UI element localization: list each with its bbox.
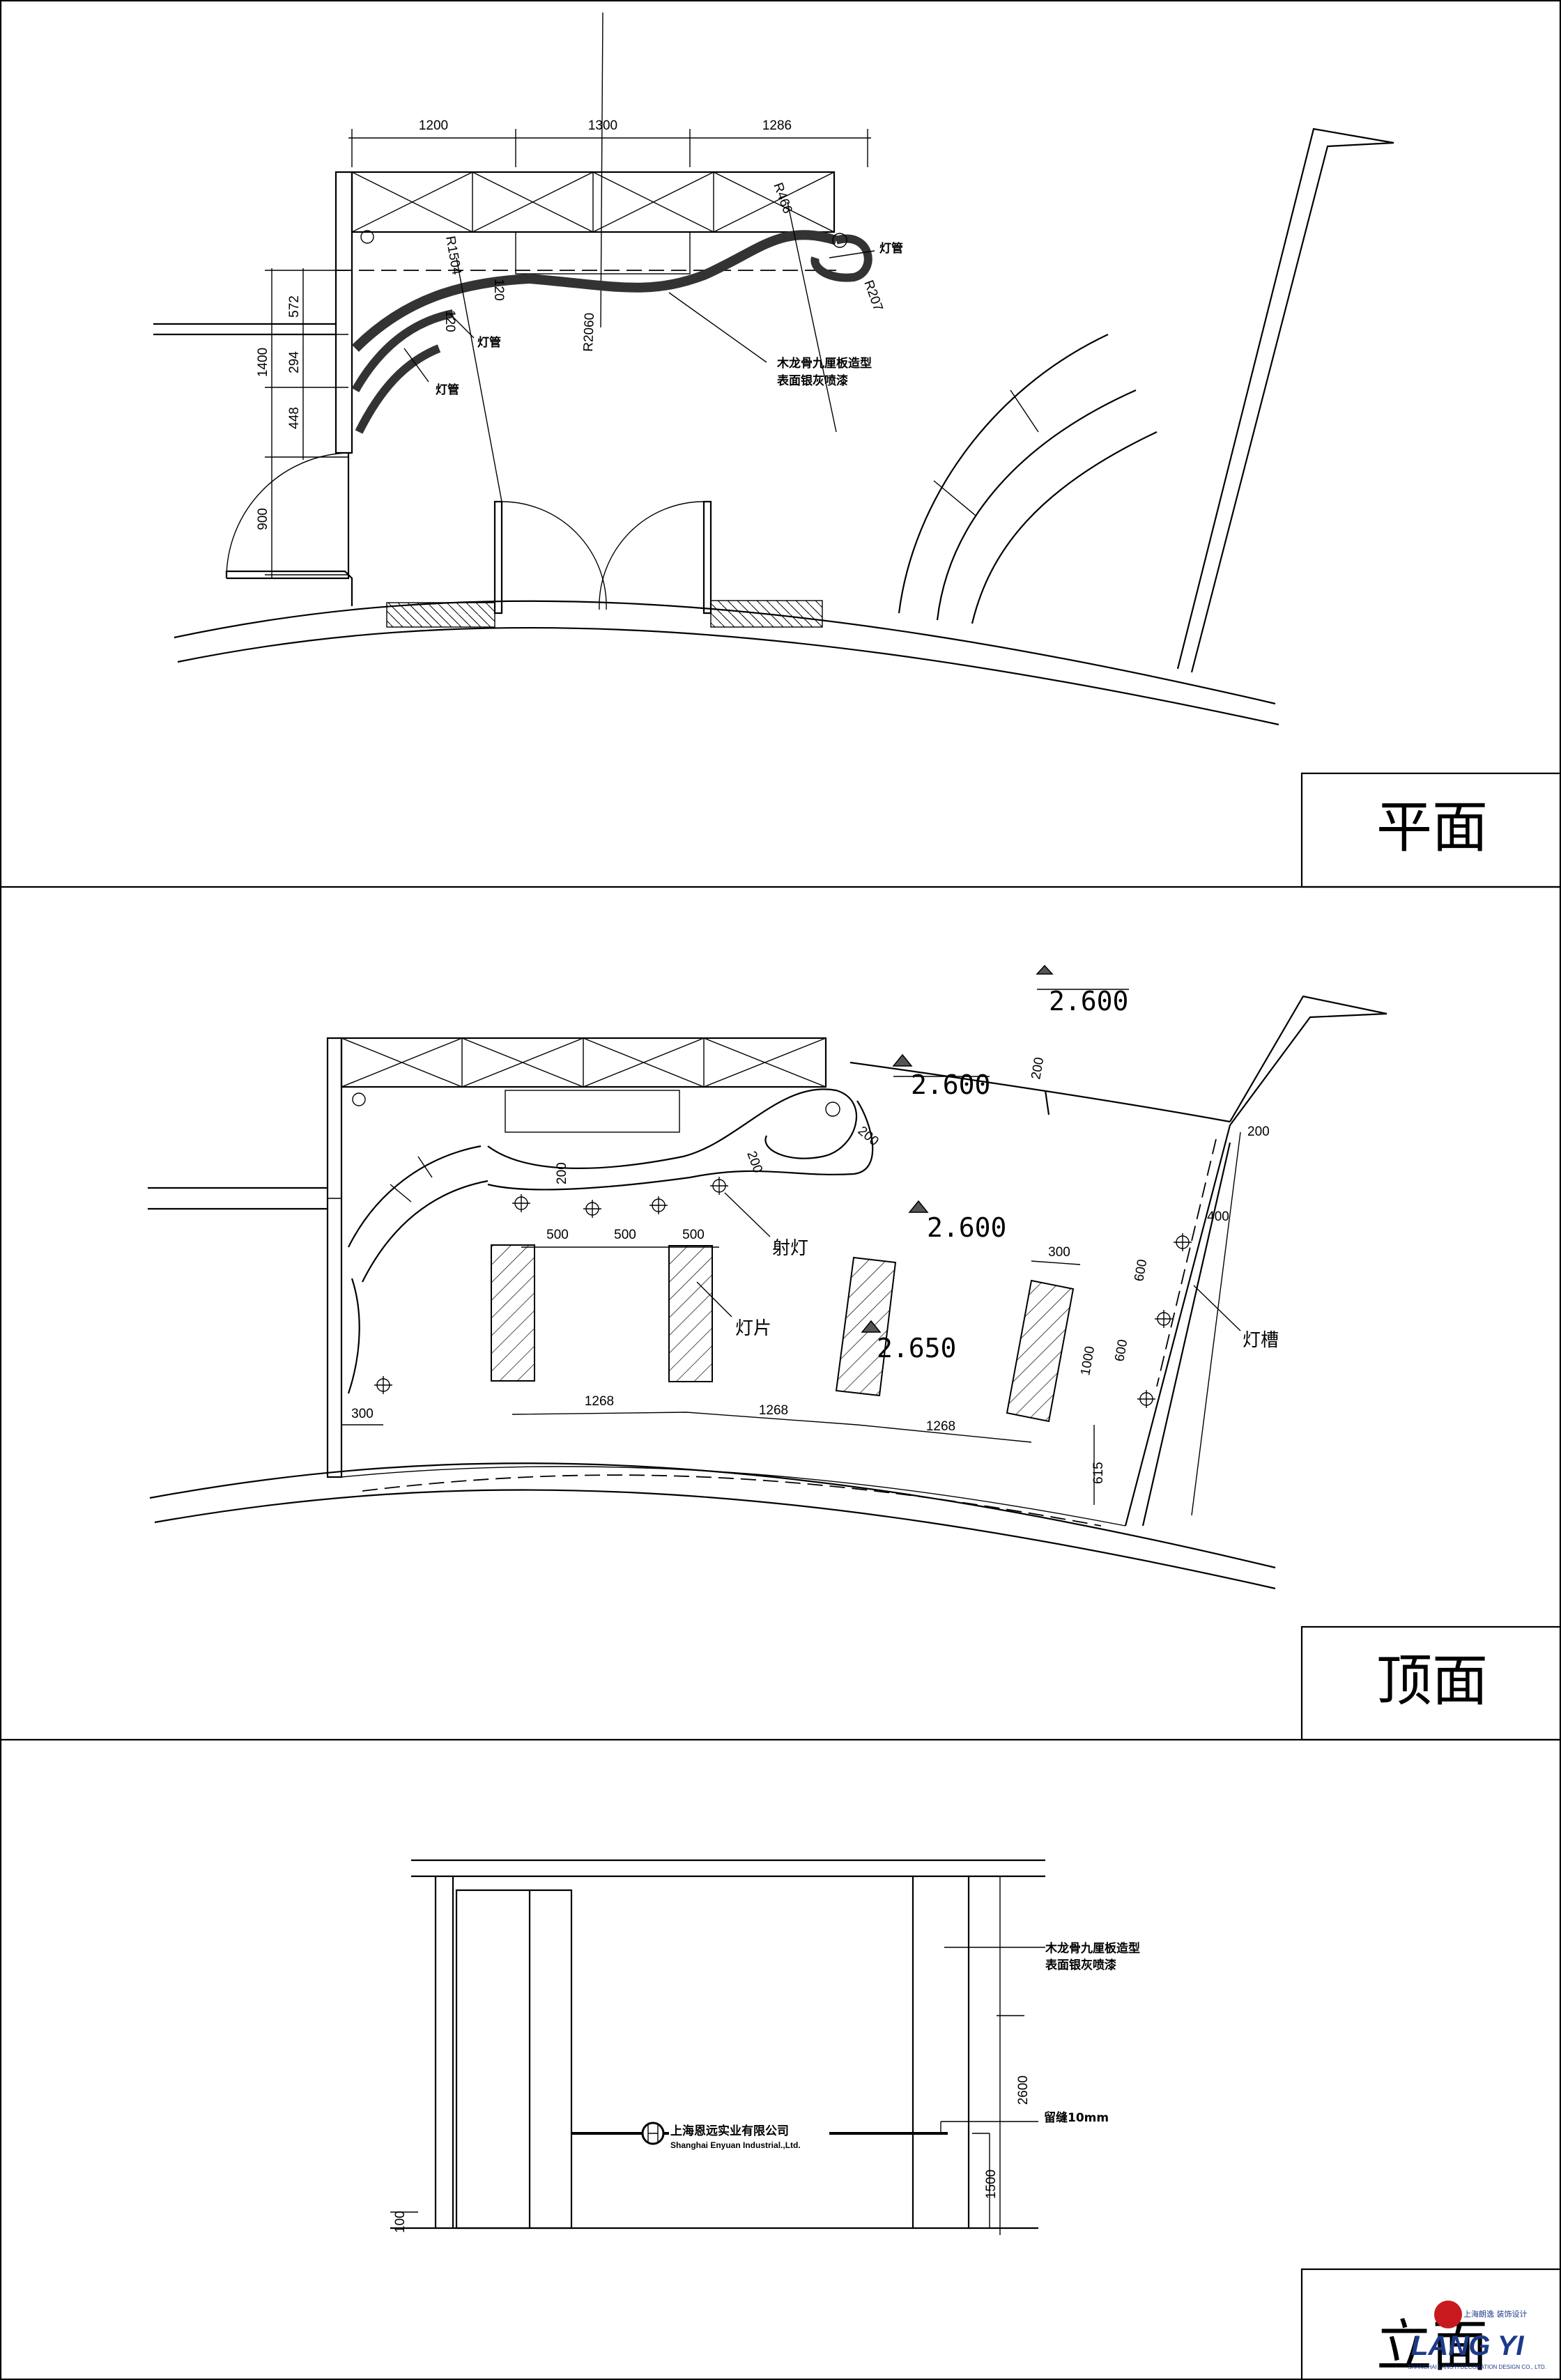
elevation-dim-100: 100 — [393, 2211, 408, 2233]
plan-title: 平面 — [1376, 795, 1488, 860]
elevation-title-box — [1300, 2268, 1561, 2380]
plan-entrance-left-post — [493, 500, 503, 615]
ceiling-dim-615: 615 — [1091, 1462, 1106, 1484]
plan-display-box — [515, 231, 691, 275]
elevation-dim-1500: 1500 — [984, 2170, 999, 2199]
ceiling-spacing-3: 500 — [682, 1228, 705, 1242]
brand-name: LANG YI — [1411, 2331, 1524, 2361]
ceiling-dim-1000: 1000 — [1078, 1345, 1098, 1377]
ceiling-panel-label: 灯片 — [735, 1318, 771, 1339]
plan-light-tube-1: 灯管 — [477, 335, 501, 350]
plan-curved-seat — [898, 334, 1109, 614]
brand-tagline-cn: 上海朗逸 装饰设计 — [1463, 2309, 1528, 2319]
plan-panel: 1200 1300 1286 572 1400 294 448 900 — [153, 12, 1561, 888]
ceiling-slot-label: 灯槽 — [1243, 1330, 1279, 1351]
elevation-title: 立面 — [1376, 2314, 1488, 2379]
plan-axis-line — [600, 12, 603, 328]
brand-logo: LANG YI 上海朗逸 装饰设计 SHANGHAI LANGYI DECORA… — [1408, 2301, 1546, 2370]
plan-dim-left-572: 572 — [287, 295, 302, 318]
ceiling-bottom-spacing-1: 1268 — [585, 1394, 614, 1409]
ceiling-dim-300-left: 300 — [351, 1407, 374, 1421]
plan-note-material-1: 木龙骨九厘板造型 — [776, 356, 872, 371]
ceiling-spotlight-label: 射灯 — [772, 1238, 808, 1259]
plan-light-tube-2: 灯管 — [436, 382, 459, 397]
ceiling-spacing-2: 500 — [614, 1228, 636, 1242]
ceiling-dim-600-b: 600 — [1112, 1338, 1130, 1363]
plan-dim-left-448: 448 — [287, 407, 302, 429]
ceiling-light-panel-3 — [835, 1256, 897, 1397]
plan-radius-r466: R466 — [770, 181, 794, 216]
ceiling-left-wall — [326, 1037, 343, 1478]
ceiling-dim-200-c: 200 — [855, 1124, 882, 1149]
ceiling-spotlights — [374, 1177, 1192, 1408]
plan-small-dim-2: 120 — [443, 310, 457, 332]
elevation-dim-2600: 2600 — [1016, 2076, 1031, 2105]
plan-radius-r2060: R2060 — [581, 312, 597, 352]
ceiling-dim-200-a: 200 — [1029, 1056, 1047, 1081]
elevation-display-block — [455, 1889, 573, 2230]
plan-wave-canopy — [352, 230, 838, 352]
plan-dim-top-3: 1286 — [762, 118, 792, 133]
ceiling-bottom-dim-line — [512, 1412, 1032, 1443]
ceiling-elev-2: 2.600 — [911, 1069, 990, 1100]
plan-dim-top-1: 1200 — [419, 118, 448, 133]
ceiling-dim-400: 400 — [1207, 1210, 1229, 1224]
ceiling-elev-4: 2.650 — [877, 1333, 956, 1363]
ceiling-light-panel-2 — [668, 1245, 713, 1382]
brand-logo-icon — [1434, 2301, 1462, 2328]
plan-title-box — [1300, 772, 1561, 888]
elevation-company-en: Shanghai Enyuan Industrial.,Ltd. — [670, 2140, 801, 2150]
ceiling-dim-200-d: 200 — [555, 1162, 569, 1184]
plan-entrance-right-post — [702, 500, 712, 615]
ceiling-dim-200-b: 200 — [1247, 1125, 1270, 1139]
ceiling-title: 顶面 — [1376, 1648, 1488, 1713]
ceiling-dim-600-a: 600 — [1132, 1258, 1150, 1283]
plan-dim-left-294: 294 — [287, 351, 302, 373]
ceiling-elev-1: 2.600 — [1049, 986, 1128, 1017]
elevation-company-cn: 上海恩远实业有限公司 — [670, 2124, 789, 2138]
ceiling-panel: 500 500 500 1268 1268 1268 300 300 200 2… — [148, 964, 1561, 1741]
ceiling-light-panel-4 — [1006, 1279, 1075, 1423]
plan-side-wall — [1176, 128, 1394, 673]
ceiling-bottom-spacing-3: 1268 — [926, 1419, 955, 1434]
plan-dim-left-1400: 1400 — [256, 348, 270, 377]
plan-door — [226, 453, 350, 580]
ceiling-right-boundary — [1124, 1125, 1231, 1527]
elevation-gap-note: 留缝10mm — [1044, 2110, 1109, 2125]
plan-radius-r207: R207 — [861, 279, 885, 314]
plan-radius-r1504: R1504 — [443, 235, 463, 276]
plan-small-dim-1: 120 — [491, 279, 506, 301]
ceiling-upper-boundary — [849, 1061, 1231, 1123]
elevation-panel: 100 上海恩远实业有限公司 Shanghai Enyuan Industria… — [390, 1859, 1561, 2380]
ceiling-bottom-spacing-2: 1268 — [759, 1403, 788, 1418]
plan-left-wall — [334, 171, 353, 454]
plan-note-material-2: 表面银灰喷漆 — [777, 373, 848, 388]
plan-light-tube-3: 灯管 — [879, 241, 903, 256]
ceiling-dim-300-right: 300 — [1048, 1245, 1070, 1260]
plan-dim-top-2: 1300 — [588, 118, 617, 133]
brand-tagline-en: SHANGHAI LANGYI DECORATION DESIGN CO., L… — [1408, 2364, 1546, 2370]
ceiling-spacing-1: 500 — [546, 1228, 569, 1242]
plan-curved-wall-outer — [174, 600, 1276, 705]
ceiling-curved-wall-outer — [149, 1462, 1276, 1569]
ceiling-wave-canopy — [487, 1088, 857, 1169]
plan-dim-left-900: 900 — [256, 508, 270, 530]
ceiling-title-box — [1300, 1625, 1561, 1741]
elevation-note-material-1: 木龙骨九厘板造型 — [1045, 1941, 1140, 1956]
elevation-note-material-2: 表面银灰喷漆 — [1045, 1958, 1116, 1972]
ceiling-light-panel-1 — [491, 1244, 535, 1382]
ceiling-elev-3: 2.600 — [927, 1212, 1006, 1243]
